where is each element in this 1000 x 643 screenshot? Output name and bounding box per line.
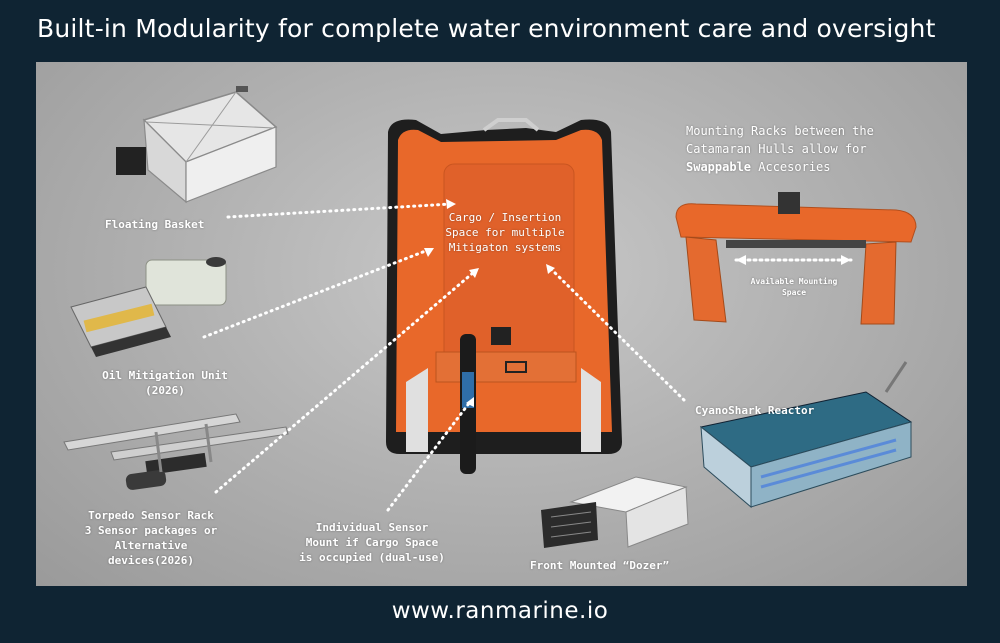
cargo-label-line-2: Space for multiple [445, 226, 565, 239]
torpedo-label-line-3: Alternative [114, 539, 188, 552]
torpedo-rack-label: Torpedo Sensor Rack 3 Sensor packages or… [76, 508, 226, 568]
connector-oil-mitigation [202, 248, 430, 339]
individual-label-line-3: is occupied (dual-use) [299, 551, 445, 564]
torpedo-label-line-2: 3 Sensor packages or [84, 524, 218, 537]
individual-label-line-1: Individual Sensor [315, 521, 429, 534]
connector-torpedo-rack [214, 270, 476, 494]
mounting-rack-image [675, 192, 917, 325]
website-url: www.ranmarine.io [391, 598, 609, 624]
racks-label-bold: Swappable [686, 160, 752, 174]
torpedo-label-line-1: Torpedo Sensor Rack [88, 509, 214, 522]
individual-label-line-2: Mount if Cargo Space [305, 536, 439, 549]
individual-sensor-label: Individual Sensor Mount if Cargo Space i… [288, 520, 456, 565]
connector-lines [202, 202, 686, 512]
cyanoshark-label: CyanoShark Reactor [695, 404, 815, 417]
racks-label-rest: Accesories [751, 160, 831, 174]
oil-mitigation-label-line-2: (2026) [145, 384, 185, 397]
dozer-label: Front Mounted “Dozer” [530, 559, 670, 572]
floating-basket-image [116, 86, 278, 204]
cargo-space-label: Cargo / Insertion Space for multiple Mit… [440, 210, 570, 255]
illustration-canvas [63, 86, 917, 548]
available-space-label: Available Mounting Space [734, 276, 854, 298]
racks-label-line-1: Mounting Racks between the [686, 124, 874, 138]
available-label-line-2: Space [781, 288, 807, 297]
cargo-label-line-1: Cargo / Insertion [448, 211, 562, 224]
racks-label-line-3: Swappable Accesories [686, 158, 874, 176]
available-label-line-1: Available Mounting [750, 277, 838, 286]
connector-floating-basket [226, 202, 453, 219]
connector-cyanoshark [549, 267, 686, 402]
connector-arrowheads [424, 199, 555, 407]
page-title: Built-in Modularity for complete water e… [37, 14, 936, 43]
oil-mitigation-label: Oil Mitigation Unit (2026) [80, 368, 250, 398]
cargo-label-line-3: Mitigaton systems [448, 241, 562, 254]
cyanoshark-image [699, 361, 913, 509]
oil-mitigation-label-line-1: Oil Mitigation Unit [102, 369, 228, 382]
connector-individual-sensor [386, 400, 472, 512]
dozer-image [541, 476, 689, 548]
mounting-racks-label: Mounting Racks between the Catamaran Hul… [686, 122, 874, 176]
vessel-top-view [386, 118, 622, 474]
racks-label-line-2: Catamaran Hulls allow for [686, 142, 867, 156]
floating-basket-label: Floating Basket [105, 218, 205, 231]
torpedo-label-line-4: devices(2026) [107, 554, 195, 567]
oil-mitigation-image [70, 257, 227, 357]
torpedo-rack-image [63, 413, 289, 490]
product-stage: Floating Basket Oil Mitigation Unit (202… [36, 62, 967, 586]
